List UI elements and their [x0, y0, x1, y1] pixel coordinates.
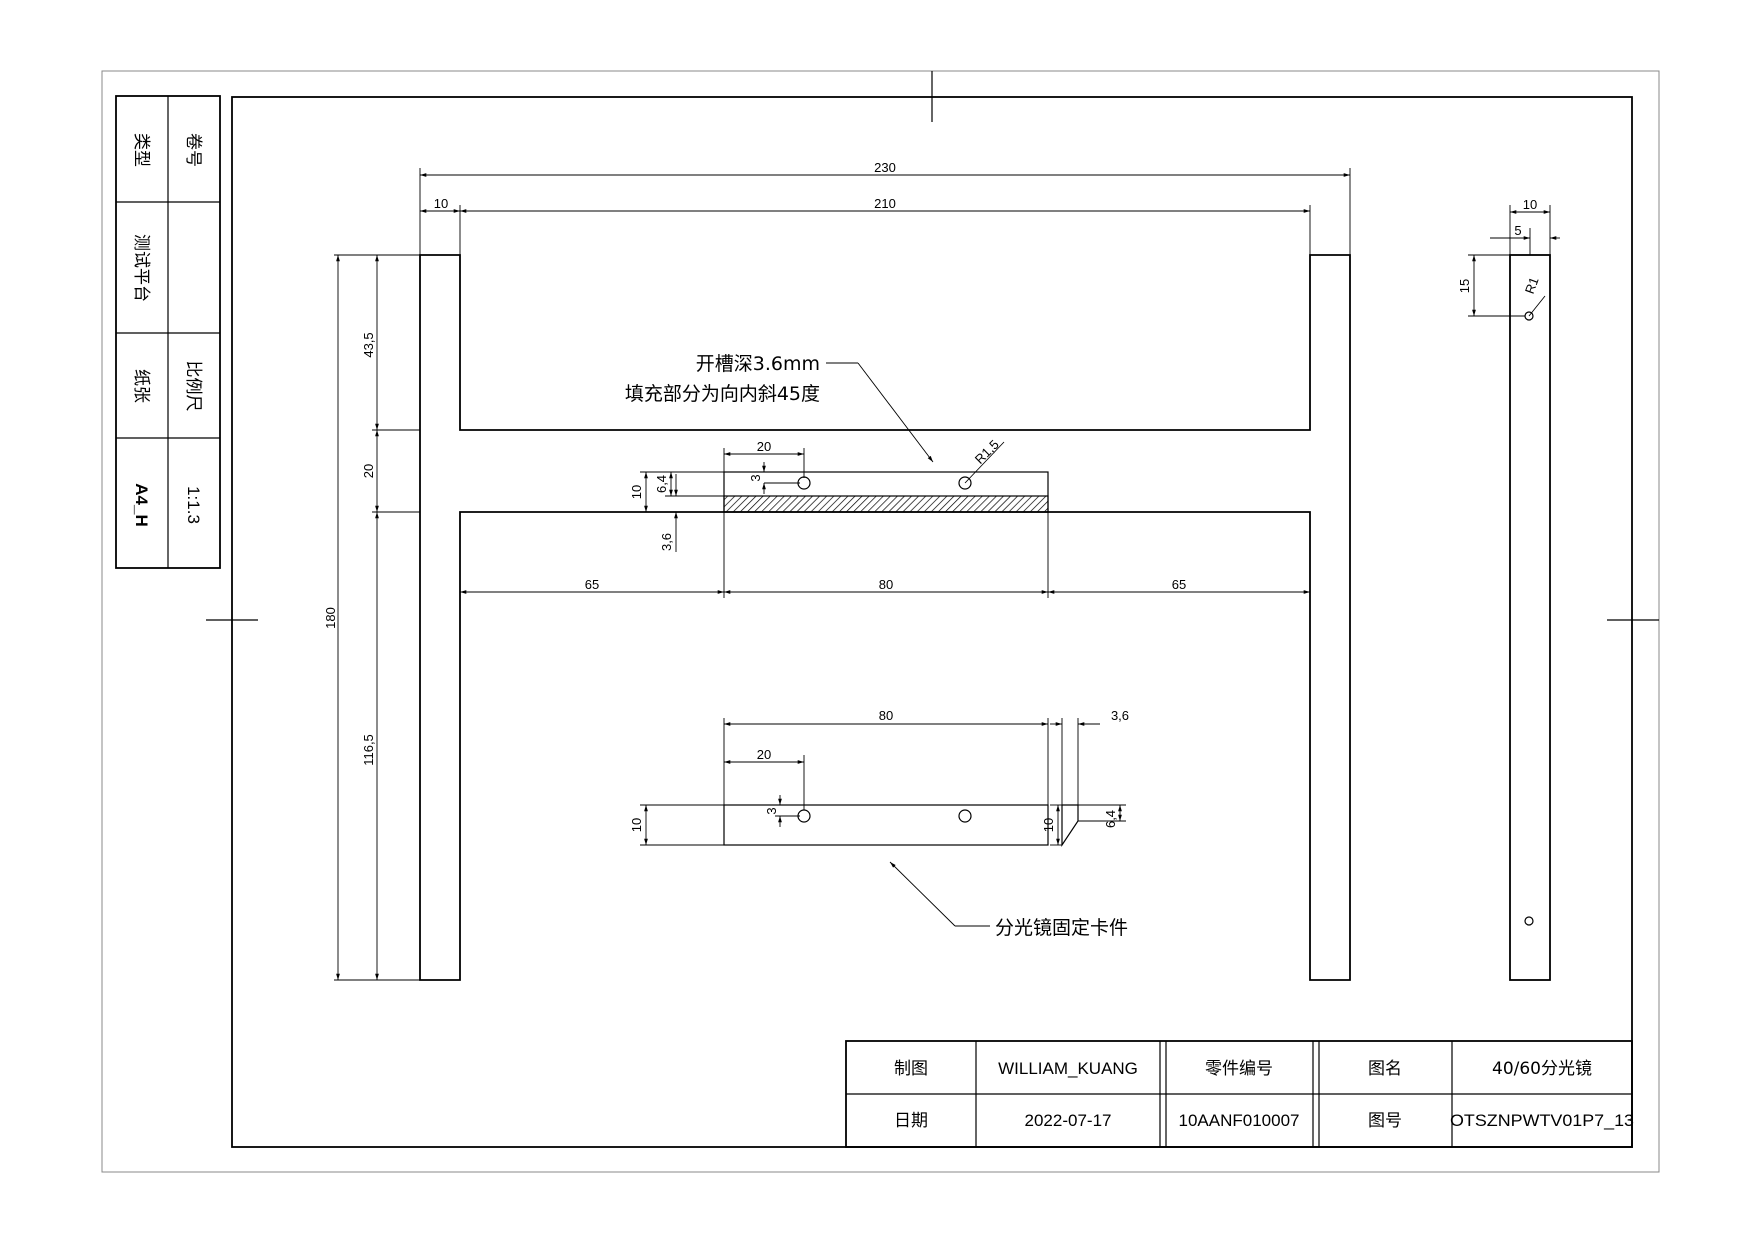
dim-10-side-text: 10 [1523, 197, 1537, 212]
title-block: 制图 WILLIAM_KUANG 零件编号 图名 40/60分光镜 日期 202… [845, 1040, 1634, 1148]
dim-116-5: 116,5 [361, 511, 379, 980]
dim-180-text: 180 [323, 607, 338, 629]
slot-hatched-fill [723, 495, 1049, 513]
side-view-part: 10 5 15 R1 [1457, 197, 1560, 981]
dim-3-slot-text: 3 [748, 474, 763, 481]
tb-drawing-name-label: 图名 [1368, 1059, 1402, 1079]
dim-5-side-text: 5 [1514, 223, 1521, 238]
side-scale-label: 比例尺 [183, 361, 203, 412]
tb-drawn-value: WILLIAM_KUANG [998, 1059, 1138, 1078]
tb-date-value: 2022-07-17 [1025, 1111, 1112, 1130]
clip-note-label: 分光镜固定卡件 [995, 917, 1128, 939]
slot-note-line2: 填充部分为向内斜45度 [625, 383, 820, 405]
dim-230-text: 230 [874, 160, 896, 175]
tb-drawing-no-value: OTSZNPWTV01P7_13 [1450, 1111, 1634, 1130]
side-paper-label: 纸张 [131, 369, 151, 403]
clip-note: 分光镜固定卡件 [889, 861, 1128, 939]
dim-6-4-slot-text: 6,4 [654, 475, 669, 493]
dim-210-text: 210 [874, 196, 896, 211]
dim-3-clip-text: 3 [764, 807, 779, 814]
dim-10-top: 10 [420, 196, 461, 255]
side-type-value: 测试平台 [131, 234, 151, 302]
dim-15-side-text: 15 [1457, 279, 1472, 293]
tb-drawing-name-value: 40/60分光镜 [1492, 1059, 1592, 1079]
dim-10-clip-text: 10 [629, 818, 644, 832]
slot-note: 开槽深3.6mm 填充部分为向内斜45度 [625, 353, 934, 463]
dim-20-left: 20 [361, 430, 420, 513]
side-leixing-label: 类型 [131, 133, 151, 167]
dim-180: 180 [323, 254, 420, 981]
slot-note-line1: 开槽深3.6mm [696, 353, 820, 375]
slot-hole-right [958, 476, 972, 490]
dim-20-left-text: 20 [361, 464, 376, 478]
dim-10-clip-side-text: 10 [1041, 818, 1056, 832]
side-scale-value: 1:1.3 [184, 486, 203, 524]
dim-r1-side-text: R1 [1522, 275, 1542, 296]
dim-43-5: 43,5 [361, 255, 420, 431]
dim-6-4-clip-text: 6,4 [1103, 810, 1118, 828]
side-info-block: 卷号 类型 测试平台 比例尺 纸张 1:1.3 A4_H [115, 95, 221, 569]
slot-outline [723, 471, 1049, 513]
dim-r1-5-text: R1,5 [972, 437, 1002, 467]
dim-43-5-text: 43,5 [361, 332, 376, 357]
side-juanhao-label: 卷号 [183, 133, 203, 167]
dim-3-6-slot-text: 3,6 [659, 533, 674, 551]
dim-20-slot-text: 20 [757, 439, 771, 454]
dim-65-left-text: 65 [585, 577, 599, 592]
dim-10-top-text: 10 [434, 196, 448, 211]
tb-drawn-label: 制图 [894, 1059, 928, 1079]
slot-dims: 20 3 10 6,4 3,6 R1,5 [629, 437, 1005, 552]
dim-65-80-65: 65 80 65 [459, 512, 1311, 598]
tb-part-no-label: 零件编号 [1205, 1059, 1273, 1079]
dim-20-clip-text: 20 [757, 747, 771, 762]
tb-drawing-no-label: 图号 [1368, 1111, 1402, 1131]
dim-80-clip-text: 80 [879, 708, 893, 723]
frame-part-outline [419, 254, 1351, 981]
dim-3-6-clip-text: 3,6 [1111, 708, 1129, 723]
outer-border [101, 70, 1660, 1173]
dim-116-5-text: 116,5 [361, 734, 376, 766]
tb-part-no-value: 10AANF010007 [1179, 1111, 1300, 1130]
side-paper-value: A4_H [132, 483, 151, 526]
dim-80-mid-text: 80 [879, 577, 893, 592]
clip-part: 80 20 3 10 [629, 708, 1049, 846]
clip-side-view: 3,6 10 6,4 [1041, 708, 1129, 847]
dim-10-slot-text: 10 [629, 485, 644, 499]
dim-210: 210 [460, 196, 1311, 255]
dim-65-right-text: 65 [1172, 577, 1186, 592]
tb-date-label: 日期 [894, 1111, 928, 1131]
